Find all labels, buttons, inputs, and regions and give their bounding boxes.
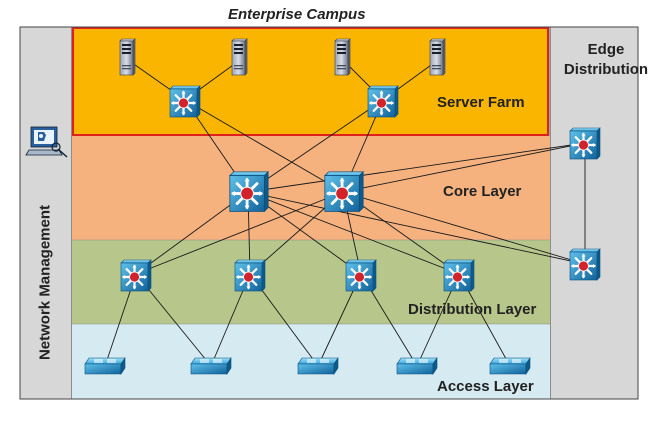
access-switch-icon <box>297 357 339 375</box>
server-icon <box>119 38 136 76</box>
core-layer-label: Core Layer <box>443 183 522 200</box>
server-icon <box>231 38 248 76</box>
server-farm-switch-icon <box>366 84 400 119</box>
access-switch-icon <box>84 357 126 375</box>
server-farm-band <box>72 27 549 136</box>
edge-switch-icon <box>568 126 602 161</box>
server-icon <box>334 38 351 76</box>
access-switch-icon <box>190 357 232 375</box>
edge-distribution-panel <box>549 26 639 400</box>
distribution-switch-icon <box>344 258 378 293</box>
core-switch-icon <box>323 170 365 213</box>
server-icon <box>429 38 446 76</box>
management-panel <box>19 26 73 400</box>
server-farm-label: Server Farm <box>437 94 525 111</box>
distribution-switch-icon <box>119 258 153 293</box>
distribution-switch-icon <box>233 258 267 293</box>
access-layer-label: Access Layer <box>437 378 534 395</box>
core-layer-band <box>72 136 550 240</box>
edge-switch-icon <box>568 247 602 282</box>
network-management-label: Network Management <box>36 204 54 361</box>
server-farm-switch-icon <box>168 84 202 119</box>
management-workstation-icon <box>25 126 68 158</box>
access-switch-icon <box>396 357 438 375</box>
core-switch-icon <box>228 170 270 213</box>
distribution-layer-label: Distribution Layer <box>408 301 537 318</box>
edge-distribution-title: Edge Distribution <box>563 41 649 78</box>
access-switch-icon <box>489 357 531 375</box>
distribution-switch-icon <box>442 258 476 293</box>
diagram-title: Enterprise Campus <box>228 6 366 23</box>
